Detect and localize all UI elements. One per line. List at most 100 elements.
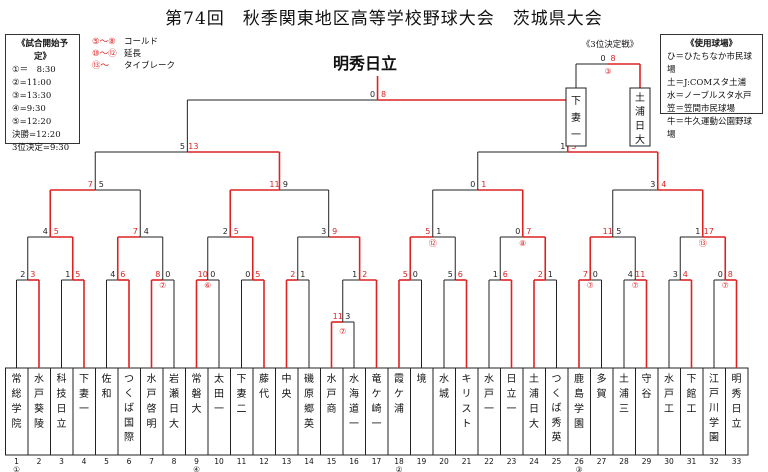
- team-number: 27: [597, 457, 607, 466]
- score-label: 7: [583, 270, 588, 279]
- venues-heading: 《使用球場》: [685, 39, 737, 49]
- team-name-char: 戸: [709, 388, 719, 400]
- match-mark: ⑥: [204, 281, 211, 290]
- score-label: 4: [628, 270, 633, 279]
- score-label: 11: [603, 227, 613, 236]
- team-number: 13: [282, 457, 292, 466]
- team-mark: ④: [193, 465, 200, 472]
- third-place-left-name: 妻: [571, 111, 581, 124]
- team-name-char: 戸: [484, 388, 494, 400]
- score-label: 4: [43, 227, 48, 236]
- team-name-char: 多: [597, 372, 607, 385]
- score-label: 1: [695, 227, 700, 236]
- schedule-line: 決勝=12:20: [12, 130, 61, 140]
- team-name-char: 一: [372, 419, 382, 430]
- team-number: 26: [574, 457, 584, 466]
- score-label: 3: [650, 180, 655, 189]
- score-label: 11: [635, 270, 645, 279]
- team-name-char: 日: [507, 374, 517, 385]
- score-label: 1: [300, 270, 305, 279]
- team-name-char: 館: [687, 387, 697, 400]
- team-number: 25: [552, 457, 562, 466]
- score-label: 10: [198, 270, 208, 279]
- score-label: 5: [180, 142, 185, 151]
- team-name-char: 島: [574, 387, 584, 400]
- team-number: 30: [664, 457, 674, 466]
- team-number: 12: [259, 457, 269, 466]
- team-name-char: 守: [642, 372, 652, 385]
- team-name-char: 藤: [259, 373, 269, 385]
- score-label: 7: [526, 227, 531, 236]
- team-name-char: 妻: [237, 387, 247, 400]
- team-number: 7: [149, 457, 154, 466]
- score-label: 6: [503, 270, 508, 279]
- score-label: 0: [718, 270, 723, 279]
- team-number: 11: [237, 457, 247, 466]
- team-name-char: 戸: [34, 388, 44, 400]
- team-name-char: 一: [507, 404, 517, 415]
- team-name-char: 大: [192, 402, 202, 415]
- team-name-char: 海: [349, 387, 359, 400]
- team-name-char: 霞: [394, 373, 404, 385]
- score-label: 5: [616, 227, 621, 236]
- schedule-line: ①＝ 8:30: [12, 65, 56, 75]
- team-number: 10: [214, 457, 224, 466]
- score-label: 8: [610, 54, 615, 63]
- score-label: 4: [683, 270, 688, 279]
- team-name-char: ケ: [394, 388, 404, 400]
- team-number: 32: [709, 457, 719, 466]
- schedule-line: ④=9:30: [12, 104, 46, 114]
- score-label: 5: [255, 270, 260, 279]
- score-label: 17: [704, 227, 714, 236]
- team-name-char: 下: [237, 374, 247, 385]
- team-name-char: 秀: [552, 417, 562, 429]
- team-name-char: 工: [664, 404, 674, 415]
- team-name-char: 土: [619, 372, 629, 385]
- legend-key: ⑤～⑧: [92, 37, 116, 47]
- team-name-char: 水: [34, 373, 44, 385]
- score-label: 2: [290, 270, 295, 279]
- team-number: 16: [349, 457, 359, 466]
- third-place-heading: 《3位決定戦》: [581, 40, 639, 50]
- score-label: 4: [661, 180, 666, 189]
- score-label: 11: [269, 180, 279, 189]
- team-name-char: 下: [687, 374, 697, 385]
- team-number: 14: [304, 457, 314, 466]
- team-number: 3: [59, 457, 64, 466]
- team-name-char: 院: [12, 417, 22, 430]
- score-label: 2: [20, 270, 25, 279]
- score-label: 9: [332, 227, 337, 236]
- team-name-char: 常: [12, 372, 22, 385]
- team-name-char: く: [552, 389, 562, 400]
- score-label: 0: [165, 270, 170, 279]
- match-mark: ⑦: [632, 281, 639, 290]
- team-name-char: 一: [214, 404, 224, 415]
- team-number: 9: [194, 457, 199, 466]
- score-label: 6: [120, 270, 125, 279]
- team-name-char: 国: [124, 417, 134, 429]
- team-name-char: 際: [124, 431, 134, 443]
- team-name-char: 葵: [34, 403, 44, 415]
- team-number: 2: [37, 457, 42, 466]
- team-name-char: 学: [574, 402, 584, 415]
- team-name-char: 央: [282, 387, 292, 400]
- team-name-char: 田: [214, 389, 224, 400]
- team-number: 5: [104, 457, 109, 466]
- team-name-char: 水: [484, 373, 494, 385]
- team-name-char: 磯: [304, 372, 314, 385]
- score-label: 7: [88, 180, 93, 189]
- team-name-char: 総: [12, 387, 22, 400]
- match-mark: ⑦: [339, 327, 346, 336]
- team-name-char: 妻: [79, 387, 89, 400]
- score-label: 9: [283, 180, 288, 189]
- venue-line: 牛＝牛久運動公園野球場: [667, 117, 753, 140]
- third-place-right-name: 浦: [635, 105, 645, 118]
- team-name-char: 日: [529, 404, 539, 415]
- venue-line: 土＝J:COMスタ土浦: [667, 78, 747, 88]
- score-label: 6: [458, 270, 463, 279]
- team-name-char: 園: [574, 418, 584, 430]
- score-label: 0: [370, 90, 375, 99]
- score-label: 5: [99, 180, 104, 189]
- score-label: 1: [481, 180, 486, 189]
